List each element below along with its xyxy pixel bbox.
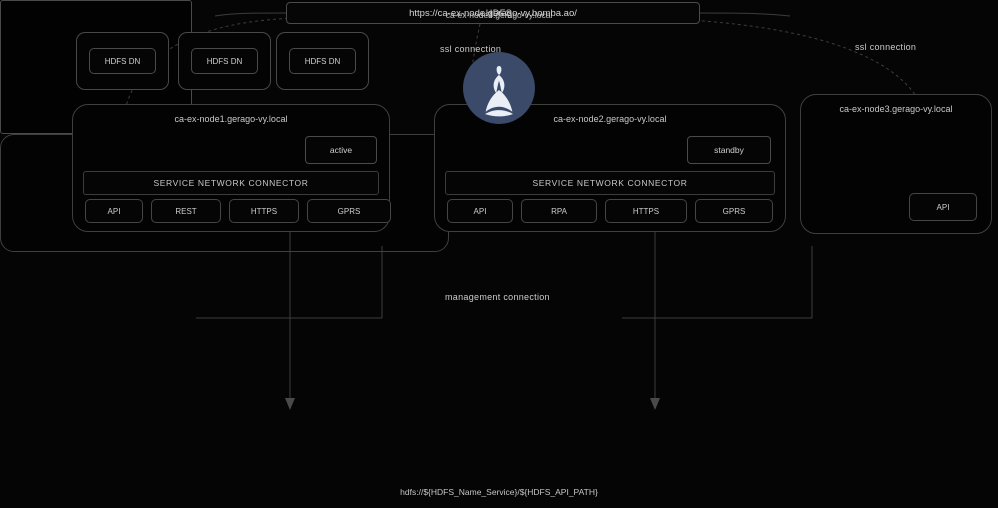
arrow-node1-hdfs (285, 398, 295, 410)
url-bar[interactable]: https://ca-ex-node.gerago-vy.bomba.ao/ (286, 2, 700, 24)
node-card-center[interactable]: ca-ex-node2.gerago-vy.local standby SERV… (434, 104, 786, 232)
hdfs-datanode-0-label: HDFS DN (89, 48, 156, 74)
hdfs-datanode-2-label: HDFS DN (289, 48, 356, 74)
hdfs-datanode-0[interactable]: HDFS DN (76, 32, 169, 90)
logo-card-caption: ca-ex-node4.gerago-vy.local (445, 10, 553, 20)
node-left-service-0[interactable]: API (85, 199, 143, 223)
node-left-state-badge: active (305, 136, 377, 164)
hdfs-datanode-1[interactable]: HDFS DN (178, 32, 271, 90)
node-card-right[interactable]: ca-ex-node3.gerago-vy.local API (800, 94, 992, 234)
hdfs-title: HDFS (485, 8, 513, 18)
node-center-connector-bar: SERVICE NETWORK CONNECTOR (445, 171, 775, 195)
apache-feather-logo (463, 52, 535, 124)
arrow-node2-hdfs (650, 398, 660, 410)
url-text: https://ca-ex-node.gerago-vy.bomba.ao/ (409, 7, 577, 19)
node-center-service-1[interactable]: RPA (521, 199, 597, 223)
node-center-service-2[interactable]: HTTPS (605, 199, 687, 223)
node-left-service-3[interactable]: GPRS (307, 199, 391, 223)
edge-label-right: ssl connection (855, 42, 917, 52)
hdfs-path-label: hdfs://${HDFS_Name_Service}/${HDFS_API_P… (400, 487, 598, 497)
node-center-title: ca-ex-node2.gerago-vy.local (553, 114, 667, 124)
node-left-service-1[interactable]: REST (151, 199, 221, 223)
node-center-service-3[interactable]: GPRS (695, 199, 773, 223)
node-center-state-badge: standby (687, 136, 771, 164)
node-left-connector-bar: SERVICE NETWORK CONNECTOR (83, 171, 379, 195)
node-right-title: ca-ex-node3.gerago-vy.local (839, 104, 953, 114)
node-center-service-0[interactable]: API (447, 199, 513, 223)
node-card-left[interactable]: ca-ex-node1.gerago-vy.local active SERVI… (72, 104, 391, 232)
node-left-title: ca-ex-node1.gerago-vy.local (174, 114, 288, 124)
feather-glyph (485, 66, 513, 117)
hdfs-datanode-1-label: HDFS DN (191, 48, 258, 74)
node-left-service-2[interactable]: HTTPS (229, 199, 299, 223)
edge-label-center: ssl connection (440, 44, 502, 54)
node-right-service-0[interactable]: API (909, 193, 977, 221)
hdfs-datanode-2[interactable]: HDFS DN (276, 32, 369, 90)
edge-label-management: management connection (445, 292, 550, 302)
